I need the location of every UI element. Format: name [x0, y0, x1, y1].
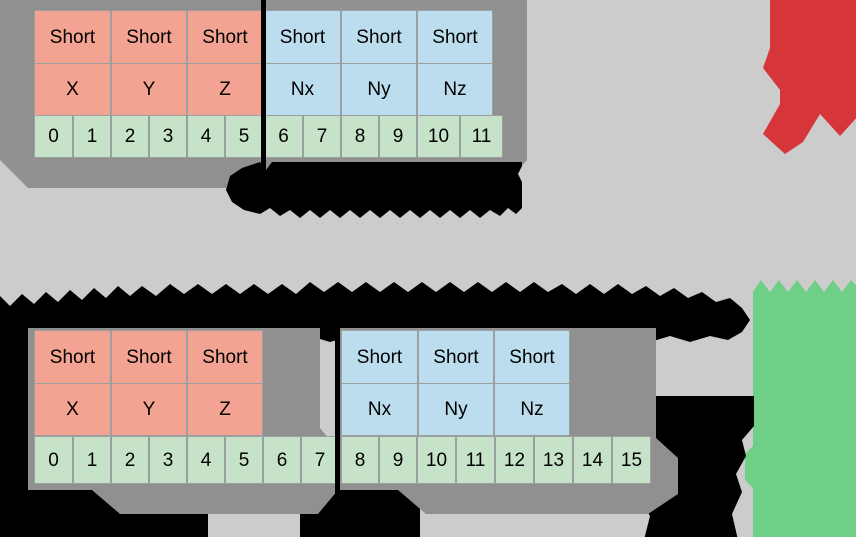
type-cell: Short	[341, 10, 417, 64]
type-cell: Short	[187, 10, 263, 64]
field-name-cell: Nx	[264, 63, 341, 116]
redaction-block-left-edge	[0, 330, 36, 537]
top-type-row-normal: Short Short Short	[264, 10, 493, 64]
bottom-type-row-normal: Short Short Short	[341, 330, 570, 384]
field-name-cell: Ny	[341, 63, 417, 116]
type-cell: Short	[264, 10, 341, 64]
type-cell: Short	[111, 330, 187, 384]
index-cell: 11	[460, 115, 503, 158]
type-cell: Short	[34, 330, 111, 384]
bottom-name-row-normal: Nx Ny Nz	[341, 383, 570, 436]
field-name-cell: Nz	[494, 383, 570, 436]
index-cell: 7	[303, 115, 341, 158]
index-cell: 12	[495, 436, 534, 484]
green-decorative-shape	[745, 280, 856, 537]
type-cell: Short	[494, 330, 570, 384]
index-cell: 13	[534, 436, 573, 484]
field-name-cell: Nx	[341, 383, 418, 436]
field-name-cell: X	[34, 383, 111, 436]
index-cell: 1	[73, 436, 111, 484]
type-cell: Short	[111, 10, 187, 64]
bottom-index-row-normal: 8 9 10 11 12 13 14 15	[341, 436, 651, 484]
top-index-row-position: 0 1 2 3 4 5	[34, 115, 263, 158]
type-cell: Short	[341, 330, 418, 384]
top-group-divider	[261, 0, 266, 180]
index-cell: 5	[225, 115, 263, 158]
index-cell: 6	[264, 115, 303, 158]
type-cell: Short	[187, 330, 263, 384]
index-cell: 4	[187, 115, 225, 158]
index-cell: 3	[149, 436, 187, 484]
index-cell: 10	[417, 115, 460, 158]
index-cell: 1	[73, 115, 111, 158]
bottom-type-row-position: Short Short Short	[34, 330, 263, 384]
index-cell: 0	[34, 115, 73, 158]
field-name-cell: Z	[187, 383, 263, 436]
field-name-cell: X	[34, 63, 111, 116]
field-name-cell: Ny	[418, 383, 494, 436]
type-cell: Short	[418, 330, 494, 384]
redaction-block-middle	[0, 282, 750, 342]
top-index-row-normal: 6 7 8 9 10 11	[264, 115, 503, 158]
bottom-name-row-position: X Y Z	[34, 383, 263, 436]
index-cell: 7	[301, 436, 339, 484]
index-cell: 14	[573, 436, 612, 484]
type-cell: Short	[34, 10, 111, 64]
index-cell: 2	[111, 436, 149, 484]
type-cell: Short	[417, 10, 493, 64]
index-cell: 9	[379, 115, 417, 158]
index-cell: 6	[263, 436, 301, 484]
field-name-cell: Y	[111, 383, 187, 436]
index-cell: 11	[456, 436, 495, 484]
red-decorative-shape	[763, 0, 856, 154]
index-cell: 5	[225, 436, 263, 484]
index-cell: 8	[341, 436, 379, 484]
index-cell: 8	[341, 115, 379, 158]
redaction-block-right-column	[668, 420, 720, 537]
top-name-row-position: X Y Z	[34, 63, 263, 116]
index-cell: 2	[111, 115, 149, 158]
index-cell: 15	[612, 436, 651, 484]
field-name-cell: Nz	[417, 63, 493, 116]
top-name-row-normal: Nx Ny Nz	[264, 63, 493, 116]
index-cell: 9	[379, 436, 417, 484]
index-cell: 0	[34, 436, 73, 484]
field-name-cell: Z	[187, 63, 263, 116]
index-cell: 4	[187, 436, 225, 484]
redaction-block-top	[226, 162, 522, 218]
index-cell: 3	[149, 115, 187, 158]
index-cell: 10	[417, 436, 456, 484]
bottom-index-row-position: 0 1 2 3 4 5 6 7	[34, 436, 339, 484]
top-type-row-position: Short Short Short	[34, 10, 263, 64]
bottom-group-divider	[335, 318, 340, 518]
field-name-cell: Y	[111, 63, 187, 116]
